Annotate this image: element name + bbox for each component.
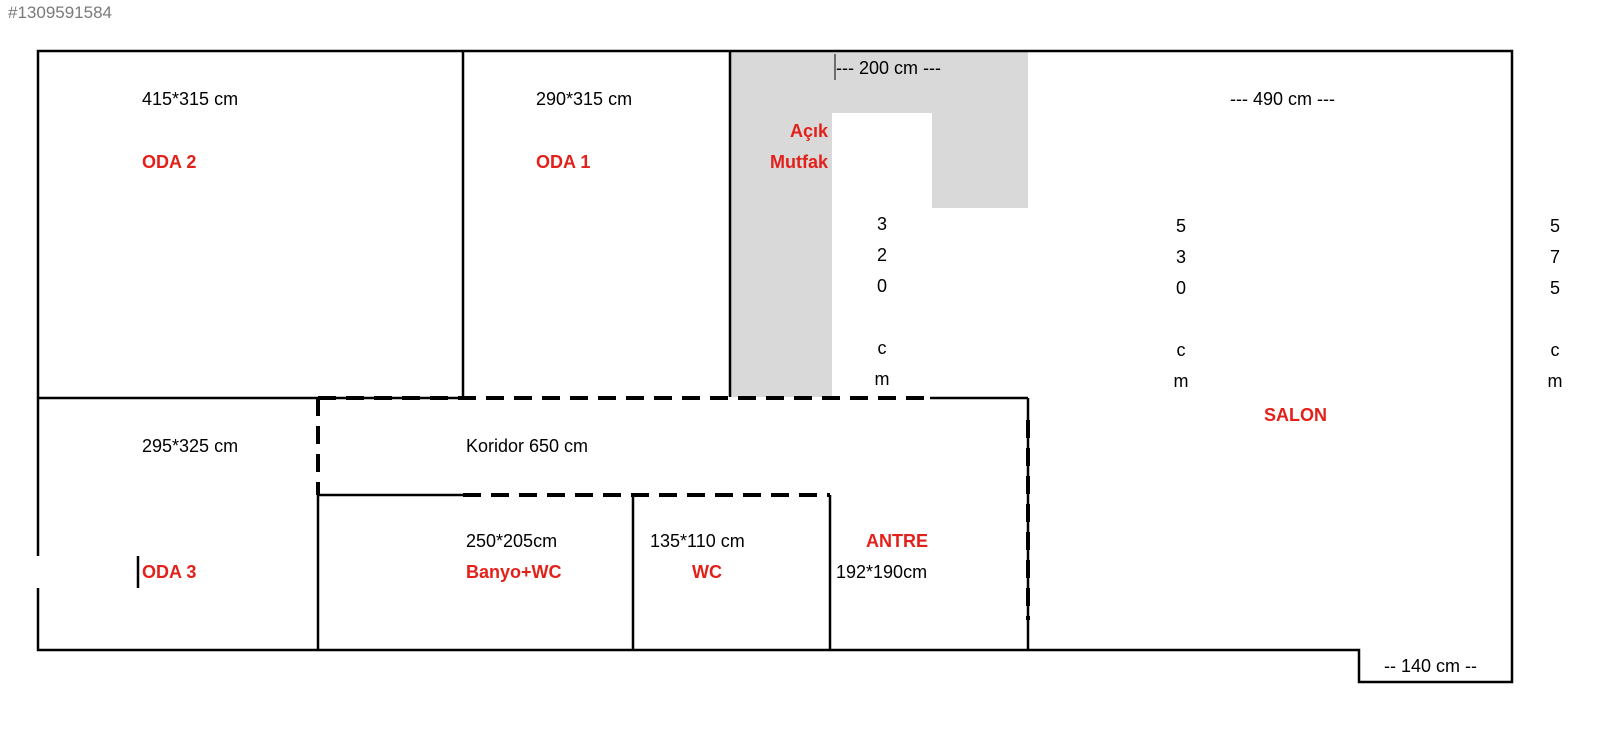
kitchen-name-line2: Mutfak xyxy=(770,152,828,172)
salon-name: SALON xyxy=(1264,405,1327,425)
salon-inner-height-char: 5 xyxy=(1175,216,1186,236)
salon-outer-height-char: 5 xyxy=(1549,216,1560,236)
antre-name: ANTRE xyxy=(866,531,928,551)
salon-inner-height-char: m xyxy=(1173,371,1189,391)
kitchen-height-char: m xyxy=(874,369,890,389)
listing-id: #1309591584 xyxy=(8,3,113,22)
salon-dimension: --- 490 cm --- xyxy=(1230,89,1335,109)
oda3-name: ODA 3 xyxy=(142,562,197,582)
kitchen-height-char xyxy=(872,302,892,333)
salon-step-dimension: -- 140 cm -- xyxy=(1384,656,1478,676)
wc-name: WC xyxy=(692,562,722,582)
salon-outer-height-char xyxy=(1545,304,1565,335)
antre-size: 192*190cm xyxy=(836,562,928,582)
banyo-size: 250*205cm xyxy=(466,531,558,551)
kitchen-height-label: 3 2 0 c m xyxy=(872,209,892,395)
oda3-size: 295*325 cm xyxy=(142,436,239,456)
wc-size: 135*110 cm xyxy=(650,531,745,551)
salon-outer-height-char: 5 xyxy=(1549,278,1560,298)
kitchen-height-char: 0 xyxy=(876,276,887,296)
kitchen-dimension: --- 200 cm --- xyxy=(836,58,941,78)
salon-outer-height-char: c xyxy=(1550,340,1560,360)
salon-inner-height-label: 5 3 0 c m xyxy=(1171,211,1191,397)
salon-inner-height-char: c xyxy=(1176,340,1186,360)
salon-inner-height-char xyxy=(1171,304,1191,335)
kitchen-name-line1: Açık xyxy=(789,121,828,141)
oda2-size: 415*315 cm xyxy=(142,89,239,109)
oda2-name: ODA 2 xyxy=(142,152,197,172)
salon-outer-height-char: m xyxy=(1547,371,1563,391)
koridor-label: Koridor 650 cm xyxy=(466,436,589,456)
oda1-size: 290*315 cm xyxy=(536,89,633,109)
salon-outer-height-label: 5 7 5 c m xyxy=(1545,211,1565,397)
oda1-name: ODA 1 xyxy=(536,152,591,172)
outer-wall xyxy=(36,49,1514,684)
kitchen-height-char: c xyxy=(877,338,887,358)
kitchen-height-char: 3 xyxy=(876,214,887,234)
salon-inner-height-char: 0 xyxy=(1175,278,1186,298)
banyo-name: Banyo+WC xyxy=(466,562,562,582)
salon-inner-height-char: 3 xyxy=(1175,247,1186,267)
salon-outer-height-char: 7 xyxy=(1549,247,1560,267)
kitchen-area xyxy=(730,52,1028,397)
kitchen-height-char: 2 xyxy=(876,245,887,265)
